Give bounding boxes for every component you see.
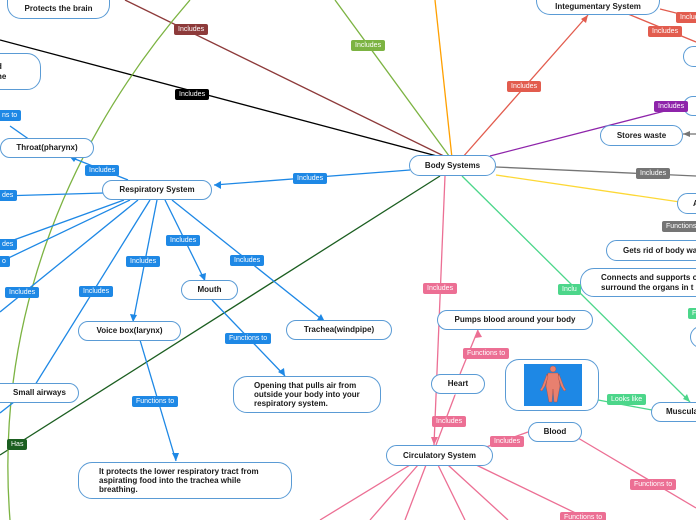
link-black xyxy=(0,39,453,161)
node-stores-waste[interactable]: Stores waste xyxy=(600,125,683,146)
tag-functions-to[interactable]: Functions to xyxy=(132,396,179,407)
node-connects[interactable]: Connects and supports o surround the org… xyxy=(580,268,696,297)
tag-includes[interactable]: Includes xyxy=(423,283,458,294)
node-voice-box[interactable]: Voice box(larynx) xyxy=(78,321,181,341)
link-small-left xyxy=(0,401,15,414)
tag-functions[interactable]: Functions xyxy=(662,221,696,232)
arrowhead xyxy=(431,437,438,445)
link-circ-down2 xyxy=(369,464,419,520)
node-pumps-blood[interactable]: Pumps blood around your body xyxy=(437,310,593,330)
arrowhead xyxy=(130,314,137,322)
link-blood-right xyxy=(577,437,696,509)
node-opening[interactable]: Opening that pulls air from outside your… xyxy=(233,376,381,413)
tag-includes[interactable]: Includes xyxy=(230,255,265,266)
link-darkgreen xyxy=(0,175,441,456)
node-throat[interactable]: Throat(pharynx) xyxy=(0,138,94,158)
tag-includes[interactable]: des xyxy=(0,239,18,250)
node-muscle-image[interactable] xyxy=(505,359,599,411)
node-partial-a[interactable]: A xyxy=(677,193,696,214)
link-circ-down5 xyxy=(447,464,509,520)
tag-functions-to[interactable]: Functions to xyxy=(630,479,677,490)
node-small-airways[interactable]: Small airways xyxy=(0,383,79,403)
link-circ-down1 xyxy=(319,464,411,520)
node-blood[interactable]: Blood xyxy=(528,422,582,442)
node-partial-right-top[interactable] xyxy=(683,46,696,67)
link-pink-main xyxy=(433,175,446,446)
tag-includes[interactable]: des xyxy=(0,190,18,201)
tag-functions[interactable]: Fu xyxy=(688,308,696,319)
arrowhead xyxy=(475,330,482,338)
tag-functions-to[interactable]: Functions to xyxy=(560,512,607,520)
arrowhead xyxy=(683,131,690,137)
arrowhead xyxy=(172,453,179,461)
node-gets-rid[interactable]: Gets rid of body wa xyxy=(606,240,696,261)
node-circulatory[interactable]: Circulatory System xyxy=(386,445,493,466)
tag-includes[interactable]: Includes xyxy=(351,40,386,51)
tag-functions-to[interactable]: ns to xyxy=(0,110,22,121)
tag-functions-to[interactable]: Functions to xyxy=(463,348,510,359)
tag-includes[interactable]: Includes xyxy=(507,81,542,92)
node-partial-left[interactable]: d he xyxy=(0,53,41,90)
tag-includes[interactable]: Includes xyxy=(648,26,683,37)
tag-includes[interactable]: Includes xyxy=(166,235,201,246)
link-orange xyxy=(434,0,453,159)
muscle-anatomy-icon xyxy=(524,364,582,406)
tag-includes[interactable]: Includes xyxy=(174,24,209,35)
tag-includes[interactable]: Includes xyxy=(654,101,689,112)
link-resp-left3 xyxy=(0,199,131,263)
node-muscula[interactable]: Muscula xyxy=(651,402,696,422)
tag-includes[interactable]: Inclu xyxy=(558,284,581,295)
tag-includes[interactable]: Includes xyxy=(490,436,525,447)
link-circ-down6 xyxy=(469,461,591,520)
tag-includes[interactable]: Includes xyxy=(175,89,210,100)
link-resp-left2 xyxy=(0,199,125,246)
tag-includes[interactable]: Includes xyxy=(676,12,696,23)
arrowhead xyxy=(199,273,206,281)
node-integumentary[interactable]: Integumentary System xyxy=(536,0,660,15)
arrowhead xyxy=(214,181,221,189)
link-circ-down3 xyxy=(404,464,427,520)
node-body-systems[interactable]: Body Systems xyxy=(409,155,496,176)
node-mouth[interactable]: Mouth xyxy=(181,280,238,300)
arrowhead xyxy=(278,368,285,376)
tag-includes[interactable]: Includes xyxy=(79,286,114,297)
tag-includes[interactable]: Includes xyxy=(432,416,467,427)
tag-includes[interactable]: Includes xyxy=(85,165,120,176)
arrowhead xyxy=(683,394,690,402)
tag-includes[interactable]: Includes xyxy=(126,256,161,267)
node-heart[interactable]: Heart xyxy=(431,374,485,394)
node-respiratory[interactable]: Respiratory System xyxy=(102,180,212,200)
node-protects-brain[interactable]: Protects the brain xyxy=(7,0,110,19)
link-throat-left xyxy=(9,125,31,141)
node-protects-lower[interactable]: It protects the lower respiratory tract … xyxy=(78,462,292,499)
link-olive-top xyxy=(334,0,453,161)
link-yellow xyxy=(495,174,681,203)
tag-includes[interactable]: Includes xyxy=(636,168,671,179)
link-circ-down4 xyxy=(437,464,466,520)
tag-includes[interactable]: Includes xyxy=(5,287,40,298)
link-resp-left1 xyxy=(0,192,105,197)
arrowhead xyxy=(581,15,588,23)
tag-has[interactable]: Has xyxy=(7,439,28,450)
tag-functions-to[interactable]: Functions to xyxy=(225,333,272,344)
tag-includes[interactable]: Includes xyxy=(293,173,328,184)
tag-to[interactable]: o xyxy=(0,256,10,267)
tag-looks-like[interactable]: Looks like xyxy=(607,394,647,405)
node-trachea[interactable]: Trachea(windpipe) xyxy=(286,320,392,340)
